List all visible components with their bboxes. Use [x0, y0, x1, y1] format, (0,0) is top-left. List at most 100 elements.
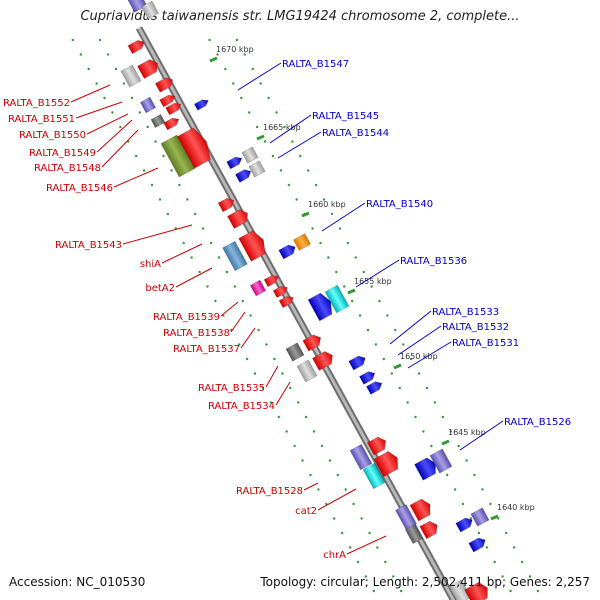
gene-block	[241, 146, 259, 164]
track-dot	[106, 53, 110, 56]
track-dot	[162, 154, 165, 158]
track-dot	[99, 38, 102, 42]
gene-label-leader	[303, 482, 319, 491]
gene-block-body	[359, 371, 376, 385]
track-dot	[217, 256, 221, 259]
track-dot	[497, 517, 500, 520]
track-dot	[441, 415, 445, 419]
track-dot	[328, 459, 332, 462]
track-dot	[327, 256, 330, 259]
track-dot	[338, 227, 342, 230]
track-dot	[287, 183, 290, 187]
gene-label-leader	[389, 310, 432, 345]
scale-tick-mark	[393, 363, 402, 370]
gene-block	[285, 342, 305, 362]
track-dot	[314, 183, 318, 187]
track-dot	[269, 401, 273, 404]
track-dot	[376, 546, 379, 549]
track-dot	[158, 198, 162, 201]
gene-block	[307, 292, 333, 322]
track-dot	[194, 212, 197, 216]
track-dot	[364, 575, 368, 578]
gene-block-body	[414, 457, 436, 481]
track-dot	[202, 227, 205, 230]
track-dot	[261, 386, 265, 390]
gene-block	[296, 359, 318, 383]
gene-block-body	[366, 381, 383, 395]
gene-block-body	[302, 334, 322, 352]
track-dot	[233, 285, 236, 288]
track-dot	[225, 270, 229, 274]
gene-block	[235, 169, 252, 183]
track-dot	[249, 314, 252, 317]
track-dot	[392, 575, 395, 578]
gene-block-body	[362, 462, 386, 490]
gene-block	[312, 351, 333, 371]
gene-block	[249, 279, 267, 297]
gene-block	[139, 96, 157, 114]
gene-label-leader	[355, 259, 400, 288]
gene-label-leader	[70, 84, 111, 103]
gene-label-leader	[397, 325, 442, 356]
track-dot	[465, 459, 468, 462]
track-dot	[253, 372, 257, 375]
track-dot	[208, 38, 211, 42]
scale-tick-mark	[490, 514, 499, 521]
gene-block-body	[409, 498, 431, 522]
track-dot	[119, 125, 122, 129]
gene-block	[120, 64, 142, 88]
gene-block-body	[159, 94, 176, 108]
scale-tick-label: 1650 kbp	[400, 352, 438, 361]
track-dot	[198, 270, 201, 274]
track-dot	[301, 459, 304, 462]
track-dot	[340, 531, 344, 535]
track-dot	[142, 169, 146, 172]
gene-block-body	[226, 156, 243, 170]
track-dot	[251, 67, 254, 71]
track-dot	[312, 430, 316, 433]
gene-block	[409, 498, 431, 522]
track-dot	[154, 140, 157, 143]
scale-tick-label: 1655 kbp	[354, 277, 392, 286]
gene-block	[302, 334, 322, 352]
gene-block	[140, 0, 160, 20]
track-dot	[319, 241, 322, 245]
gene-block-body	[150, 114, 166, 128]
track-dot	[333, 517, 336, 520]
track-dot	[103, 96, 106, 100]
track-dot	[265, 343, 268, 346]
scale-tick-mark	[441, 439, 450, 446]
track-dot	[214, 299, 217, 303]
track-dot	[350, 299, 354, 303]
gene-block	[349, 443, 373, 471]
gene-block	[293, 233, 311, 251]
gene-block-body	[293, 233, 311, 251]
gene-label: RALTA_B1540	[366, 199, 433, 210]
gene-block	[248, 160, 266, 178]
gene-block-body	[429, 448, 453, 474]
track-dot	[501, 575, 504, 578]
gene-block-body	[139, 96, 157, 114]
track-dot	[178, 183, 181, 187]
gene-block	[177, 127, 211, 169]
track-dot	[394, 328, 397, 332]
track-dot	[358, 314, 362, 317]
gene-block-body	[366, 436, 386, 456]
track-dot	[477, 531, 481, 535]
gene-label-leader	[175, 267, 213, 288]
track-dot	[366, 328, 370, 332]
track-dot	[224, 67, 227, 71]
gene-label: RALTA_B1526	[504, 417, 571, 428]
track-dot	[348, 546, 352, 549]
track-dot	[114, 67, 118, 71]
track-dot	[362, 270, 365, 274]
track-dot	[304, 415, 308, 419]
gene-label: RALTA_B1544	[322, 128, 389, 139]
gene-block	[154, 77, 174, 93]
track-dot	[135, 154, 138, 158]
gene-label-leader	[96, 119, 133, 153]
gene-label: betA2	[145, 283, 175, 294]
track-dot	[457, 444, 460, 448]
gene-label-leader	[113, 167, 159, 188]
track-dot	[343, 285, 346, 288]
